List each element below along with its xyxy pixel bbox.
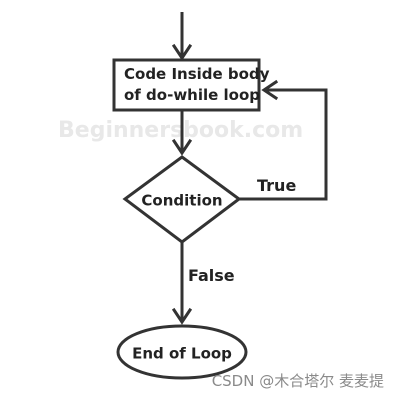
false-arrow [171,242,193,325]
process-box: Code Inside body of do-while loop [112,58,270,112]
process-box-line2: of do-while loop [124,86,260,104]
terminal-label: End of Loop [132,345,232,363]
true-edge-label: True [257,176,296,195]
entry-arrow [171,12,193,61]
decision-label: Condition [141,192,222,210]
decision-diamond: Condition [122,155,242,244]
credit-text: CSDN @木合塔尔 麦麦提 [212,372,384,390]
process-box-line1: Code Inside body [124,65,270,83]
terminal-ellipse: End of Loop [116,324,248,380]
process-to-decision-arrow [171,110,193,156]
true-loop-arrow [239,79,328,201]
false-edge-label: False [188,266,235,285]
